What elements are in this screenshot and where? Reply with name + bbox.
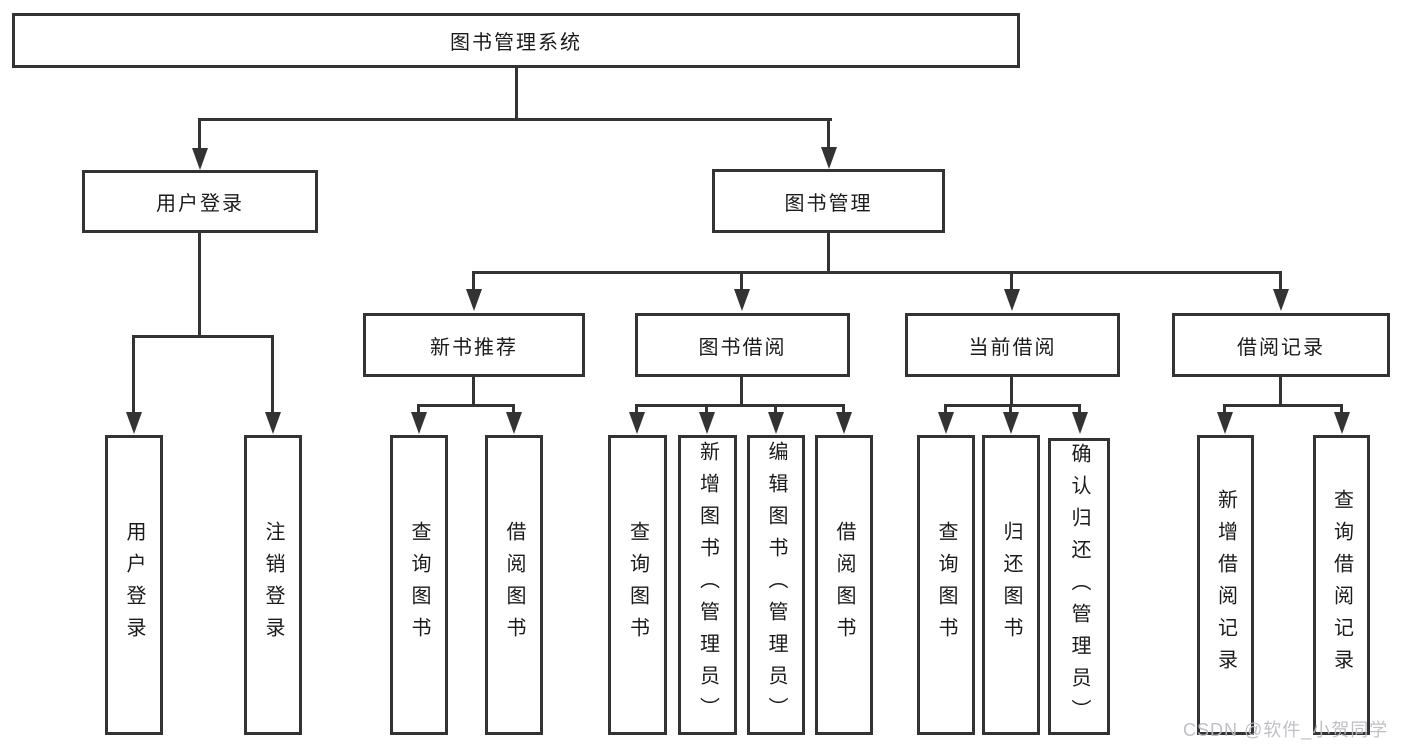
- connector-borrow-drop-1: [635, 404, 638, 414]
- arrow-down-icon: [506, 412, 522, 434]
- node-user-login: 用户登录: [82, 170, 318, 233]
- arrow-down-icon: [768, 412, 784, 434]
- leaf-confirm-return-admin: 确认归还（管理员）: [1048, 438, 1110, 735]
- node-label: 借阅记录: [1237, 336, 1325, 359]
- connector-current-bar: [944, 404, 1081, 407]
- leaf-label: 借阅图书: [503, 521, 525, 649]
- arrow-down-icon: [699, 412, 715, 434]
- connector-record-drop-2: [1340, 404, 1343, 414]
- leaf-label: 借阅图书: [833, 521, 855, 649]
- arrow-down-icon: [411, 412, 427, 434]
- connector-current-drop-2: [1009, 404, 1012, 414]
- arrow-down-icon: [1334, 412, 1350, 434]
- connector-borrow-drop-3: [774, 404, 777, 414]
- arrow-down-icon: [1003, 412, 1019, 434]
- connector-record-drop-1: [1223, 404, 1226, 414]
- leaf-label: 用户登录: [123, 521, 145, 649]
- connector-mgmt-stem: [827, 233, 830, 273]
- arrow-down-icon: [1273, 289, 1289, 311]
- leaf-label: 查询图书: [408, 521, 430, 649]
- leaf-add-borrow-record: 新增借阅记录: [1197, 435, 1254, 735]
- connector-newbook-drop-2: [512, 404, 515, 414]
- leaf-logout: 注销登录: [244, 435, 302, 735]
- arrow-down-icon: [466, 289, 482, 311]
- connector-login-drop-left: [132, 335, 135, 414]
- connector-login-stem: [198, 233, 201, 336]
- leaf-label: 查询借阅记录: [1330, 489, 1353, 681]
- arrow-down-icon: [734, 289, 750, 311]
- leaf-label: 新增借阅记录: [1214, 489, 1237, 681]
- connector-login-drop-right: [271, 335, 274, 414]
- connector-root-bar: [198, 118, 832, 121]
- arrow-down-icon: [836, 412, 852, 434]
- connector-record-bar: [1223, 404, 1343, 407]
- connector-root-stem: [515, 68, 518, 120]
- node-current-borrow: 当前借阅: [905, 313, 1120, 377]
- leaf-borrow-books-recommend: 借阅图书: [485, 435, 543, 735]
- connector-mgmt-drop-1: [472, 271, 475, 291]
- connector-current-stem: [1010, 377, 1013, 406]
- node-book-management: 图书管理: [712, 169, 945, 233]
- arrow-down-icon: [629, 412, 645, 434]
- connector-root-drop-left: [198, 118, 201, 150]
- leaf-label: 注销登录: [262, 521, 284, 649]
- connector-current-drop-3: [1078, 404, 1081, 414]
- node-label: 新书推荐: [430, 336, 518, 359]
- arrow-down-icon: [1217, 412, 1233, 434]
- leaf-label: 归还图书: [1000, 521, 1022, 649]
- leaf-label: 查询图书: [935, 521, 957, 649]
- connector-root-drop-right: [827, 118, 830, 150]
- connector-mgmt-drop-4: [1279, 271, 1282, 291]
- arrow-down-icon: [265, 412, 281, 434]
- connector-mgmt-drop-3: [1010, 271, 1013, 291]
- arrow-down-icon: [1072, 412, 1088, 434]
- connector-current-drop-1: [944, 404, 947, 414]
- connector-login-bar: [132, 335, 274, 338]
- csdn-watermark: CSDN @软件_小贺同学: [1183, 720, 1389, 740]
- arrow-down-icon: [192, 148, 208, 170]
- node-label: 图书管理系统: [450, 32, 582, 54]
- connector-newbook-stem: [472, 377, 475, 406]
- leaf-query-books-borrow: 查询图书: [608, 435, 667, 735]
- leaf-return-book: 归还图书: [982, 435, 1040, 735]
- connector-record-stem: [1279, 377, 1282, 406]
- node-label: 图书管理: [784, 192, 873, 215]
- node-new-book-recommend: 新书推荐: [363, 313, 585, 377]
- node-label: 用户登录: [156, 193, 244, 215]
- arrow-down-icon: [821, 147, 837, 169]
- leaf-edit-book-admin: 编辑图书（管理员）: [747, 435, 805, 735]
- leaf-query-books-current: 查询图书: [917, 435, 975, 735]
- leaf-label: 查询图书: [626, 521, 649, 649]
- leaf-label: 编辑图书（管理员）: [765, 441, 787, 729]
- connector-mgmt-drop-2: [740, 271, 743, 291]
- node-book-borrow: 图书借阅: [635, 313, 850, 377]
- node-root: 图书管理系统: [12, 13, 1020, 68]
- connector-newbook-bar: [417, 404, 515, 407]
- arrow-down-icon: [126, 412, 142, 434]
- connector-borrow-bar: [635, 404, 845, 407]
- connector-borrow-drop-4: [842, 404, 845, 414]
- leaf-query-borrow-record: 查询借阅记录: [1313, 435, 1370, 735]
- arrow-down-icon: [938, 412, 954, 434]
- leaf-add-book-admin: 新增图书（管理员）: [678, 435, 737, 735]
- node-label: 当前借阅: [968, 336, 1057, 359]
- connector-mgmt-bar: [472, 271, 1282, 274]
- leaf-query-books-recommend: 查询图书: [390, 435, 448, 735]
- connector-newbook-drop-1: [417, 404, 420, 414]
- leaf-label: 新增图书（管理员）: [696, 441, 719, 729]
- arrow-down-icon: [1004, 289, 1020, 311]
- leaf-user-login: 用户登录: [105, 435, 163, 735]
- leaf-borrow-books: 借阅图书: [815, 435, 873, 735]
- node-borrow-records: 借阅记录: [1172, 313, 1390, 377]
- leaf-label: 确认归还（管理员）: [1068, 442, 1090, 731]
- node-label: 图书借阅: [698, 336, 787, 359]
- connector-borrow-drop-2: [705, 404, 708, 414]
- connector-borrow-stem: [740, 377, 743, 406]
